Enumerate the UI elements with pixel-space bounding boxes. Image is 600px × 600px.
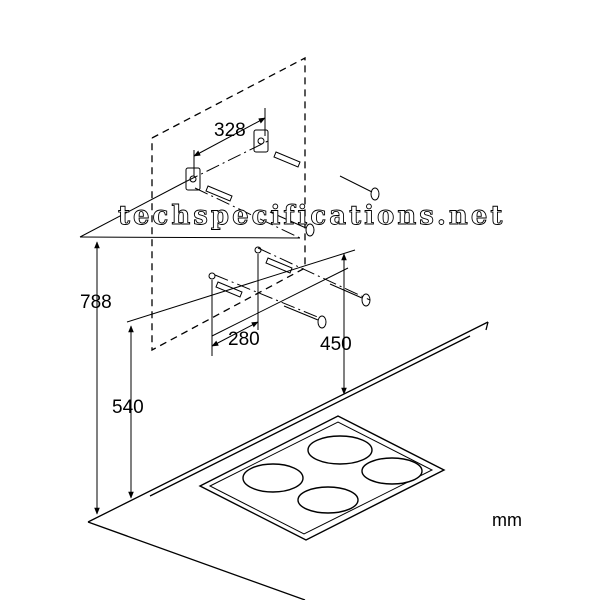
hole-lower-left: [208, 272, 216, 280]
countertop-outline: [87, 321, 489, 600]
hole-lower-right: [254, 246, 262, 254]
lower-reference: [126, 247, 371, 337]
dimension-788-label: 788: [80, 292, 112, 313]
screw-1: [273, 151, 380, 201]
watermark: techspecifications.net: [118, 201, 505, 231]
unit-label: mm: [492, 510, 522, 530]
hob-burner-left: [242, 463, 304, 493]
hob-burner-back: [307, 435, 373, 465]
fixings: [205, 151, 380, 329]
dimension-540-label: 540: [112, 397, 144, 418]
bracket-upper-left: [185, 167, 201, 191]
screw-3: [265, 257, 371, 307]
bracket-upper-right: [253, 129, 269, 153]
chimney-outline: [151, 56, 306, 352]
hob-burner-front: [297, 486, 359, 514]
dimension-450-label: 450: [320, 334, 352, 355]
dimension-328: 328: [193, 108, 266, 176]
dimension-788: 788: [80, 241, 112, 515]
dimension-450: 450: [320, 253, 352, 395]
screw-2: [205, 185, 315, 237]
dimension-280: 280: [211, 254, 260, 356]
hob: [198, 415, 446, 541]
dimension-280-label: 280: [228, 329, 260, 350]
hob-burner-right: [361, 457, 423, 485]
dimension-328-label: 328: [214, 120, 246, 141]
dimension-540: 540: [112, 325, 144, 499]
screw-4: [215, 281, 327, 329]
